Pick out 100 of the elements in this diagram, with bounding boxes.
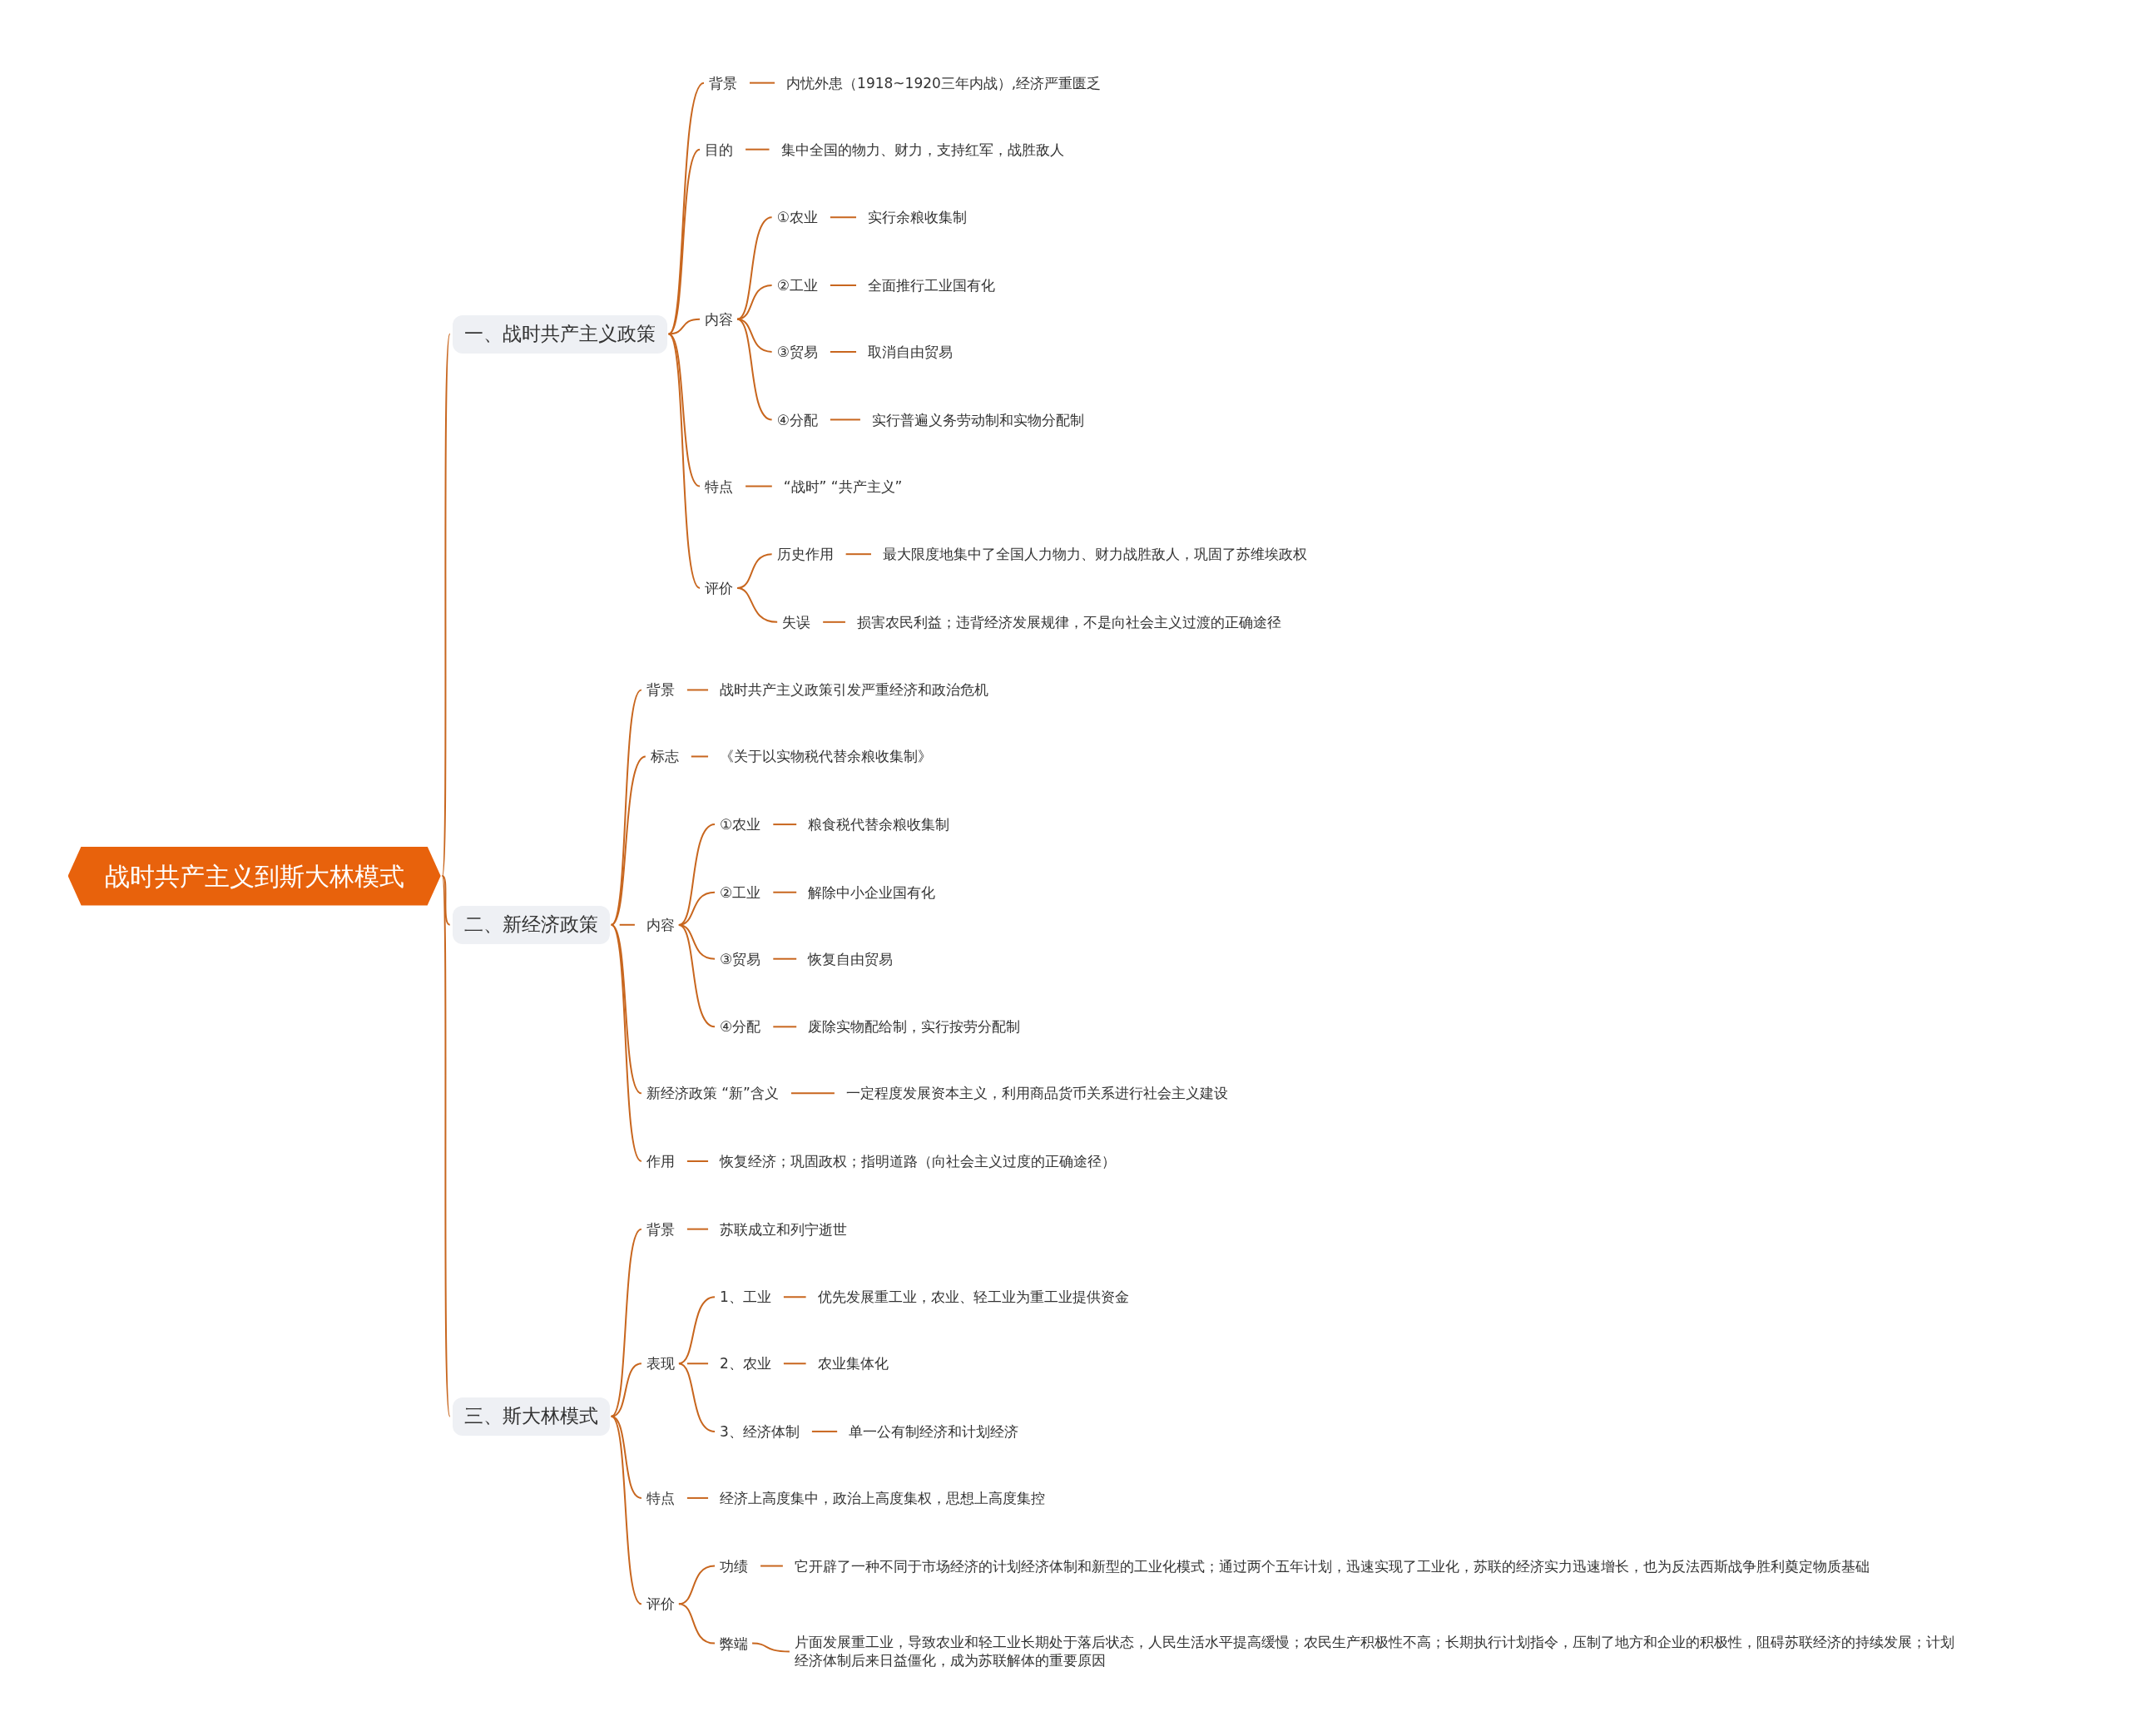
connector-line: [677, 923, 716, 1028]
connector-line: [810, 1430, 839, 1432]
topic-text: ④分配: [774, 408, 820, 431]
topic-text: 集中全国的物力、财力，支持红军，战胜敌人: [778, 138, 1067, 161]
topic-text: ③贸易: [774, 340, 820, 363]
connector-line: [782, 1296, 807, 1298]
connector-line: [772, 823, 798, 826]
connector-line: [667, 333, 701, 589]
topic-text: 战时共产主义政策引发严重经济和政治危机: [717, 679, 992, 701]
connector-line: [829, 284, 857, 286]
connector-line: [667, 148, 701, 335]
topic-text: 《关于以实物税代替余粮收集制》: [717, 745, 935, 768]
topic-text: 内容: [643, 913, 677, 936]
topic-text: ①农业: [717, 814, 764, 836]
topic-text: 评价: [643, 1593, 677, 1615]
connector-line: [610, 1363, 642, 1417]
topic-text: 损害农民利益；违背经济发展规律，不是向社会主义过渡的正确途径: [854, 611, 1284, 633]
topic-text: “战时” “共产主义”: [780, 475, 905, 497]
connector-line: [772, 957, 798, 960]
connector-line: [610, 755, 646, 926]
connector-line: [610, 1415, 642, 1605]
connector-line: [736, 318, 773, 421]
connector-line: [745, 148, 770, 151]
connector-line: [686, 1496, 710, 1499]
connector-line: [677, 1603, 716, 1645]
topic-text: 功绩: [717, 1555, 751, 1577]
topic-text: 背景: [706, 72, 740, 94]
connector-line: [772, 1026, 798, 1028]
connector-line: [610, 923, 642, 1162]
connector-line: [829, 350, 857, 353]
topic-text: 废除实物配给制，实行按劳分配制: [805, 1016, 1023, 1038]
topic-text: 评价: [702, 576, 736, 600]
connector-line: [686, 1363, 710, 1365]
topic-text: 特点: [643, 1486, 677, 1509]
topic-text: ③贸易: [717, 947, 764, 970]
topic-text: ①农业: [774, 206, 820, 229]
topic-text: 苏联成立和列宁逝世: [717, 1218, 850, 1240]
topic-text: 一定程度发展资本主义，利用商品货币关系进行社会主义建设: [843, 1082, 1231, 1105]
topic-text: 恢复自由贸易: [805, 947, 896, 970]
connector-line: [677, 1363, 716, 1432]
topic-text: 历史作用: [774, 543, 836, 566]
topic-text: 单一公有制经济和计划经济: [846, 1420, 1022, 1442]
branch-topic: 三、斯大林模式: [452, 1397, 610, 1436]
topic-text: ②工业: [717, 881, 764, 903]
topic-text: 3、经济体制: [717, 1420, 802, 1442]
topic-text: 1、工业: [717, 1286, 774, 1308]
topic-text: 内忧外患（1918~1920三年内战）,经济严重匮乏: [784, 72, 1104, 94]
connector-line: [772, 891, 798, 893]
topic-text: 特点: [702, 475, 736, 497]
connector-line: [677, 1296, 716, 1365]
topic-text: 优先发展重工业，农业、轻工业为重工业提供资金: [815, 1286, 1132, 1308]
connector-line: [751, 1642, 790, 1653]
topic-text: 恢复经济；巩固政权；指明道路（向社会主义过度的正确途径）: [717, 1150, 1119, 1173]
branch-topic: 一、战时共产主义政策: [452, 314, 667, 354]
topic-text: 背景: [643, 679, 677, 701]
topic-text: 全面推行工业国有化: [865, 274, 998, 296]
connector-line: [690, 755, 710, 758]
connector-line: [667, 318, 701, 335]
topic-text: 内容: [702, 308, 736, 330]
topic-text: 粮食税代替余粮收集制: [805, 814, 953, 836]
topic-text: 新经济政策 “新”含义: [643, 1082, 781, 1105]
connector-line: [686, 689, 710, 691]
topic-text: ②工业: [774, 274, 820, 296]
connector-line: [749, 82, 776, 84]
connector-line: [441, 875, 451, 1417]
topic-text: 表现: [643, 1353, 677, 1375]
connector-line: [822, 621, 846, 623]
connector-line: [686, 1228, 710, 1230]
connector-line: [441, 333, 451, 878]
root-topic: 战时共产主义到斯大林模式: [67, 846, 441, 906]
connector-line: [667, 82, 705, 335]
topic-text: 标志: [647, 745, 681, 768]
connector-line: [790, 1092, 835, 1095]
topic-text: 实行余粮收集制: [865, 206, 969, 229]
topic-text: 农业集体化: [815, 1353, 891, 1375]
connector-line: [829, 216, 857, 219]
topic-text: 它开辟了一种不同于市场经济的计划经济体制和新型的工业化模式；通过两个五年计划，迅速实现了工业化，苏联的经济实力迅速增长，也为反法西斯战争胜利奠定物质基础: [791, 1555, 1872, 1577]
connector-line: [441, 875, 451, 926]
topic-text: 弊端: [717, 1632, 751, 1654]
topic-text: ④分配: [717, 1016, 764, 1038]
connector-line: [745, 485, 773, 487]
connector-line: [618, 923, 636, 926]
topic-text: 作用: [643, 1150, 677, 1173]
connector-line: [760, 1565, 784, 1567]
topic-text: 失误: [780, 611, 814, 633]
topic-text: 目的: [702, 138, 736, 161]
connector-line: [829, 418, 861, 421]
connector-line: [686, 1160, 710, 1162]
connector-line: [736, 284, 773, 320]
topic-text: 经济上高度集中，政治上高度集权，思想上高度集控: [717, 1486, 1048, 1509]
topic-text: 背景: [643, 1218, 677, 1240]
connector-line: [736, 587, 779, 623]
topic-text: 实行普遍义务劳动制和实物分配制: [869, 408, 1087, 431]
branch-topic: 二、新经济政策: [452, 905, 610, 944]
topic-text: 解除中小企业国有化: [805, 881, 939, 903]
connector-line: [610, 689, 642, 926]
topic-text: 片面发展重工业，导致农业和轻工业长期处于落后状态，人民生活水平提高缓慢；农民生产积极性不高；长期执行计划指令，压制了地方和企业的积极性，阻碍苏联经济的持续发展；计划经济体制后来日益僵化，成为苏联解体的重要原因: [791, 1631, 1970, 1672]
topic-text: 取消自由贸易: [865, 340, 955, 363]
topic-text: 2、农业: [717, 1353, 774, 1375]
connector-line: [845, 553, 872, 556]
